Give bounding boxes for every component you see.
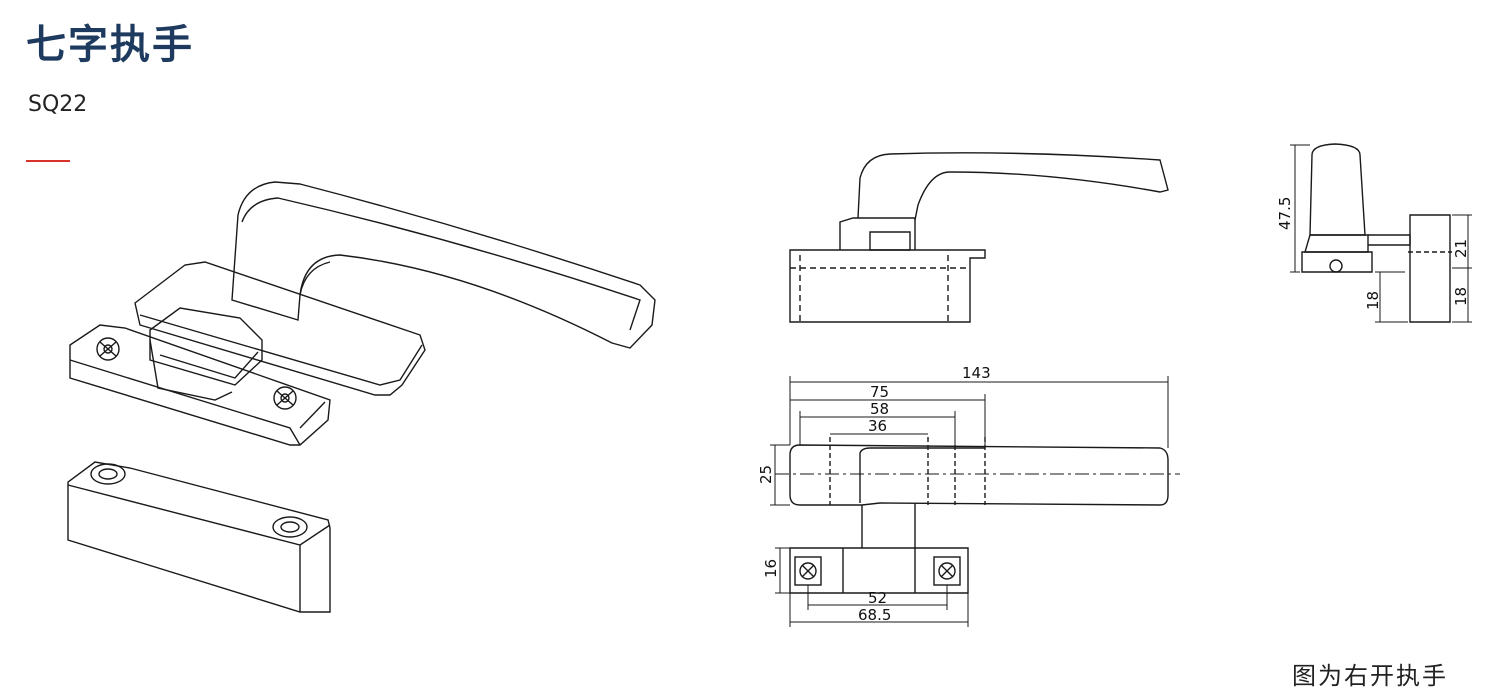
screw-left-icon [96, 337, 120, 361]
keeper-hole-right [272, 516, 308, 538]
plan-base-outline [789, 547, 969, 594]
front-base-outline [789, 249, 986, 323]
screw-right-icon [273, 386, 297, 410]
plan-screw-left-icon [794, 556, 822, 586]
side-elevation: 47.5 21 18 18 [1276, 143, 1472, 323]
rear-base-plate [134, 261, 426, 396]
front-lever-outline [857, 152, 1169, 221]
dim-143: 143 [962, 364, 991, 382]
front-elevation [789, 152, 1169, 325]
dim-68-5: 68.5 [858, 606, 891, 624]
dim-36: 36 [868, 417, 887, 435]
handle-lever-3d [231, 181, 656, 349]
side-base-outline [1409, 214, 1451, 323]
dim-16: 16 [762, 559, 780, 578]
model-number: SQ22 [28, 92, 88, 117]
keeper-hole-left [90, 463, 126, 485]
front-base-plate [69, 324, 331, 446]
orientation-caption: 图为右开执手 [1292, 662, 1448, 690]
dim-47-5: 47.5 [1276, 197, 1294, 230]
plan-screw-right-icon [933, 556, 961, 586]
side-handle-outline [1309, 143, 1366, 236]
dim-58: 58 [870, 400, 889, 418]
plan-grip-outline [789, 444, 1169, 506]
accent-divider [26, 160, 70, 162]
dim-75: 75 [870, 383, 889, 401]
product-title: 七字执手 [26, 22, 194, 68]
dim-52: 52 [868, 589, 887, 607]
dim-25: 25 [757, 465, 775, 484]
dim-18-right: 18 [1452, 287, 1470, 306]
handle-3d-view [67, 181, 656, 613]
dim-21: 21 [1452, 239, 1470, 258]
dim-18-left: 18 [1364, 291, 1382, 310]
lock-block [149, 307, 263, 386]
plan-view: 143 75 58 36 25 16 52 68.5 [757, 364, 1180, 627]
